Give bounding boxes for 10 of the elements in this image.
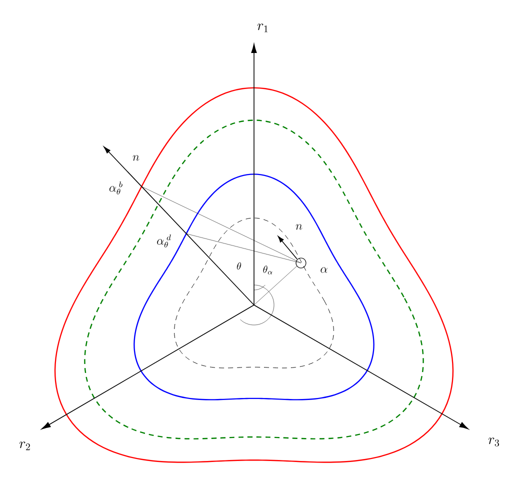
vector-label: $n$ bbox=[132, 155, 140, 161]
axis-label: $r_3$ bbox=[488, 438, 499, 446]
point-label: $\alpha$ bbox=[320, 267, 328, 273]
axis-label: $r_2$ bbox=[19, 442, 30, 450]
angle-label: $\theta$ bbox=[236, 262, 242, 270]
angle-label: $\theta_\alpha$ bbox=[263, 266, 272, 274]
point-label: $\alpha_\theta^{\;d}$ bbox=[157, 234, 171, 248]
point-label: $\alpha_\theta^{\;b}$ bbox=[109, 182, 122, 194]
vector-label: $n$ bbox=[296, 224, 302, 230]
axis-label: $r_1$ bbox=[257, 24, 268, 32]
